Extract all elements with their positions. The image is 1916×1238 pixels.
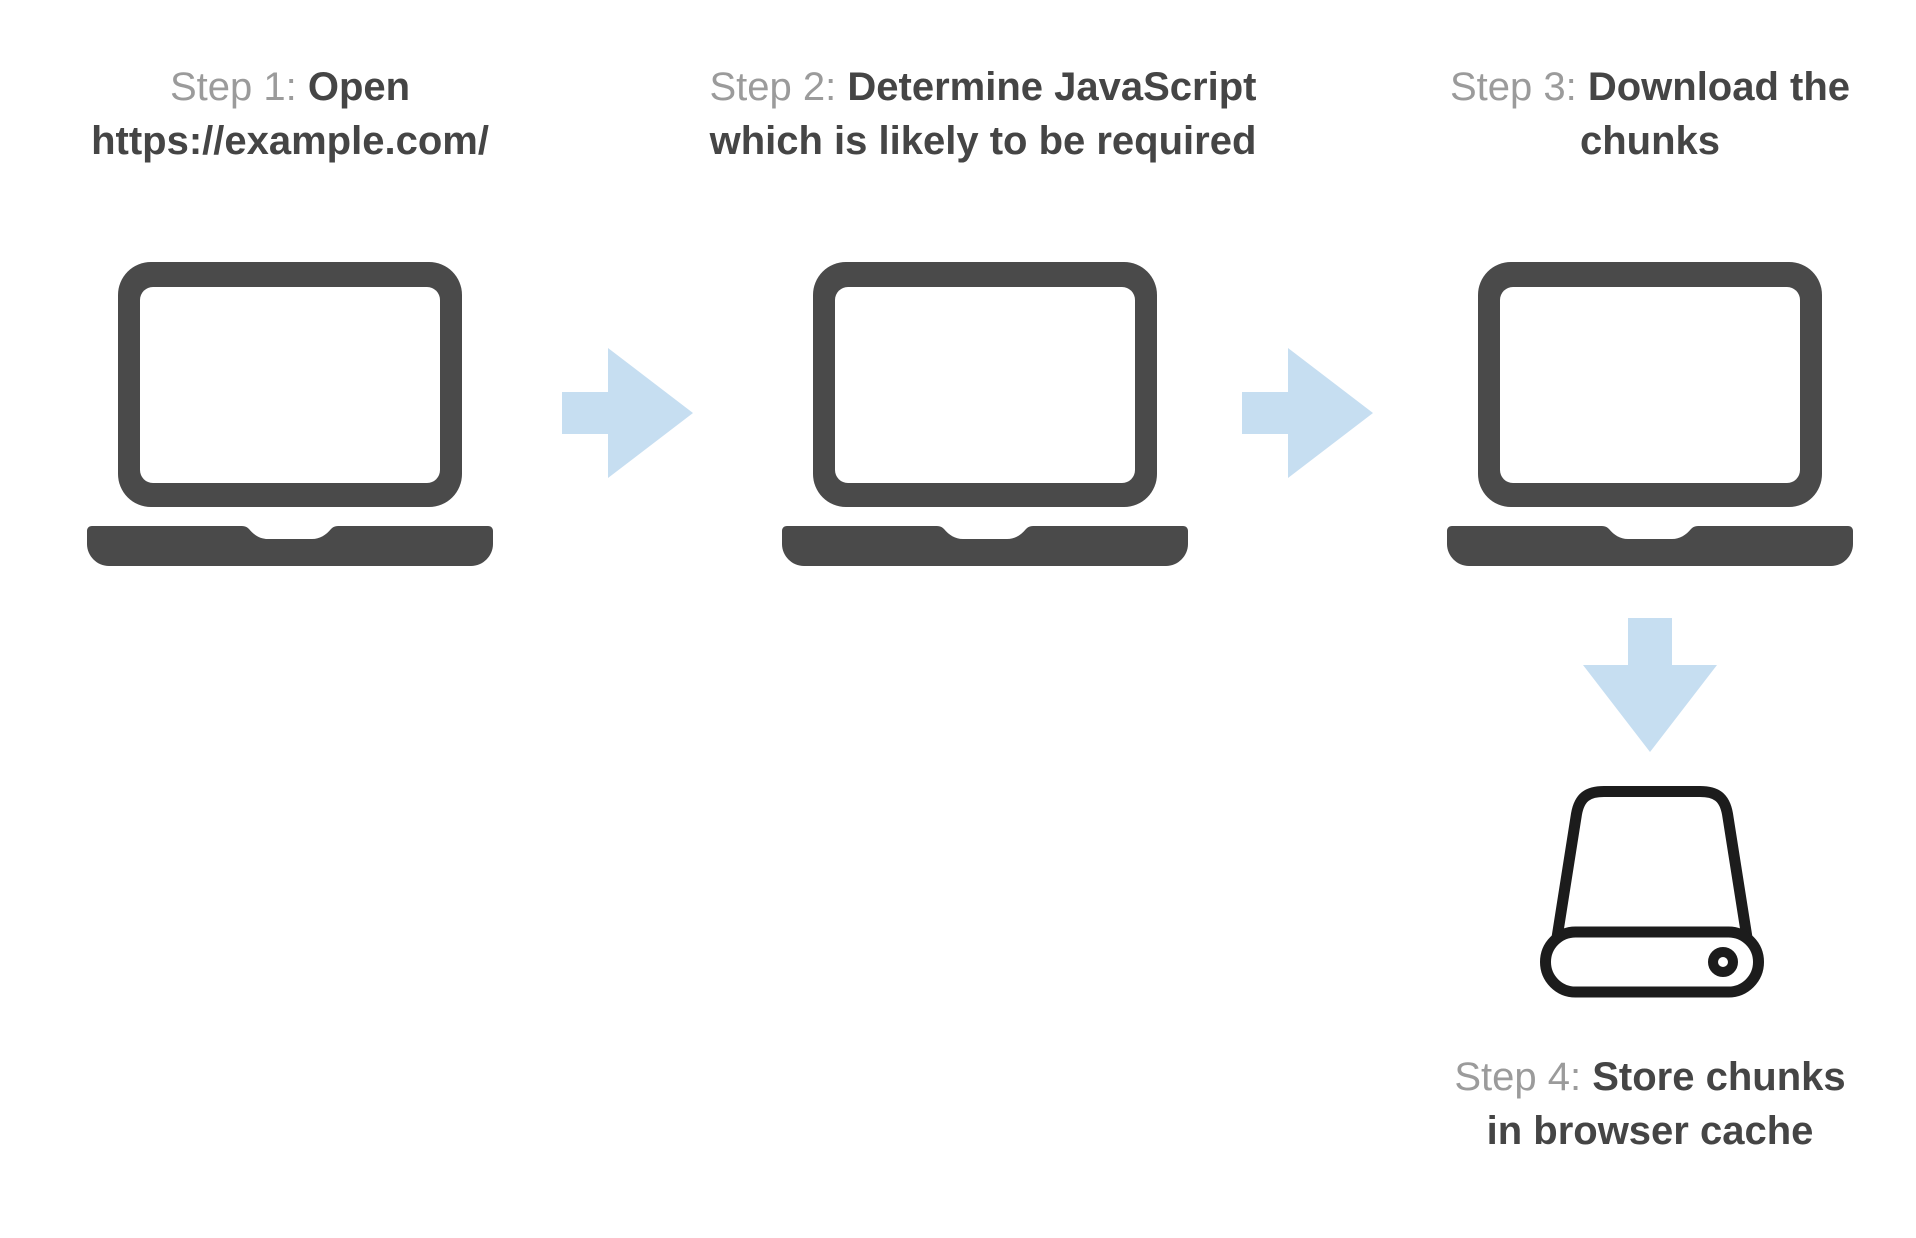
step-3-label: Step 3:: [1449, 65, 1577, 109]
step-2-title-line-2: which is likely to be required: [709, 119, 1257, 163]
laptop-icon: [782, 262, 1188, 567]
step-1-title-line-1: Open: [307, 65, 411, 109]
step-4-title-line-1: Store chunks: [1592, 1055, 1846, 1099]
step-1-heading: Step 1: Open https://example.com/: [30, 60, 550, 168]
step-3-heading-line-1: Step 3: Download the: [1390, 60, 1910, 114]
step-3-heading: Step 3: Download the chunks: [1390, 60, 1910, 168]
arrow-right-icon: [1242, 348, 1373, 478]
step-2-heading-line-1: Step 2: Determine JavaScript: [663, 60, 1303, 114]
step-3-title-line-1: Download the: [1587, 65, 1851, 109]
arrow-down-icon: [1583, 618, 1717, 752]
step-3-heading-line-2: chunks: [1390, 114, 1910, 168]
step-2-title-line-1: Determine JavaScript: [847, 65, 1257, 109]
step-3-title-line-2: chunks: [1579, 119, 1721, 163]
step-2-label: Step 2:: [709, 65, 837, 109]
step-4-heading-line-1: Step 4: Store chunks: [1390, 1050, 1910, 1104]
step-4-title-line-2: in browser cache: [1486, 1109, 1814, 1153]
laptop-icon: [1447, 262, 1853, 567]
step-2-heading: Step 2: Determine JavaScript which is li…: [663, 60, 1303, 168]
step-1-title-line-2: https://example.com/: [91, 119, 489, 163]
step-1-heading-line-2: https://example.com/: [30, 114, 550, 168]
arrow-right-icon: [562, 348, 693, 478]
step-1-label: Step 1:: [169, 65, 297, 109]
step-4-heading-line-2: in browser cache: [1390, 1104, 1910, 1158]
step-1-heading-line-1: Step 1: Open: [30, 60, 550, 114]
laptop-icon: [87, 262, 493, 567]
step-4-label: Step 4:: [1454, 1055, 1582, 1099]
step-2-heading-line-2: which is likely to be required: [663, 114, 1303, 168]
hard-drive-icon: [1540, 786, 1764, 998]
step-4-heading: Step 4: Store chunks in browser cache: [1390, 1050, 1910, 1158]
